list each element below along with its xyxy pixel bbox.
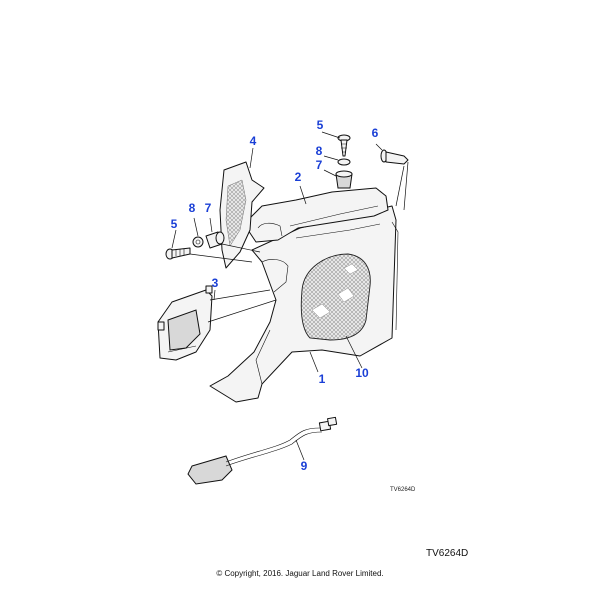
clip-top bbox=[335, 170, 353, 189]
callout-5-top: 5 bbox=[317, 118, 324, 132]
reference-code: TV6264D bbox=[426, 548, 469, 559]
callouts: 1 2 3 4 5 5 6 7 7 8 8 9 10 bbox=[171, 118, 379, 473]
clip-left bbox=[205, 231, 225, 249]
callout-2: 2 bbox=[295, 170, 302, 184]
speaker-grille-mesh bbox=[300, 253, 371, 341]
callout-7-left: 7 bbox=[205, 201, 212, 215]
callout-9: 9 bbox=[301, 459, 308, 473]
callout-10: 10 bbox=[355, 366, 369, 380]
leader-lines bbox=[171, 131, 409, 461]
callout-4: 4 bbox=[250, 134, 257, 148]
lamp-harness bbox=[187, 416, 338, 485]
callout-6: 6 bbox=[372, 126, 379, 140]
washer-left bbox=[192, 236, 204, 248]
callout-7-top: 7 bbox=[316, 158, 323, 172]
bezel-trim-plate bbox=[157, 285, 213, 361]
screw-top bbox=[337, 134, 351, 157]
callout-1: 1 bbox=[319, 372, 326, 386]
inner-reference-code: TV6264D bbox=[390, 487, 416, 493]
screw-left bbox=[165, 247, 191, 260]
callout-3: 3 bbox=[212, 276, 219, 290]
copyright-notice: © Copyright, 2016. Jaguar Land Rover Lim… bbox=[216, 569, 384, 578]
callout-5-left: 5 bbox=[171, 217, 178, 231]
callout-8-top: 8 bbox=[316, 144, 323, 158]
fastener-6 bbox=[380, 149, 409, 165]
washer-top bbox=[337, 158, 351, 166]
upper-trim-cover bbox=[243, 187, 389, 243]
callout-8-left: 8 bbox=[189, 201, 196, 215]
